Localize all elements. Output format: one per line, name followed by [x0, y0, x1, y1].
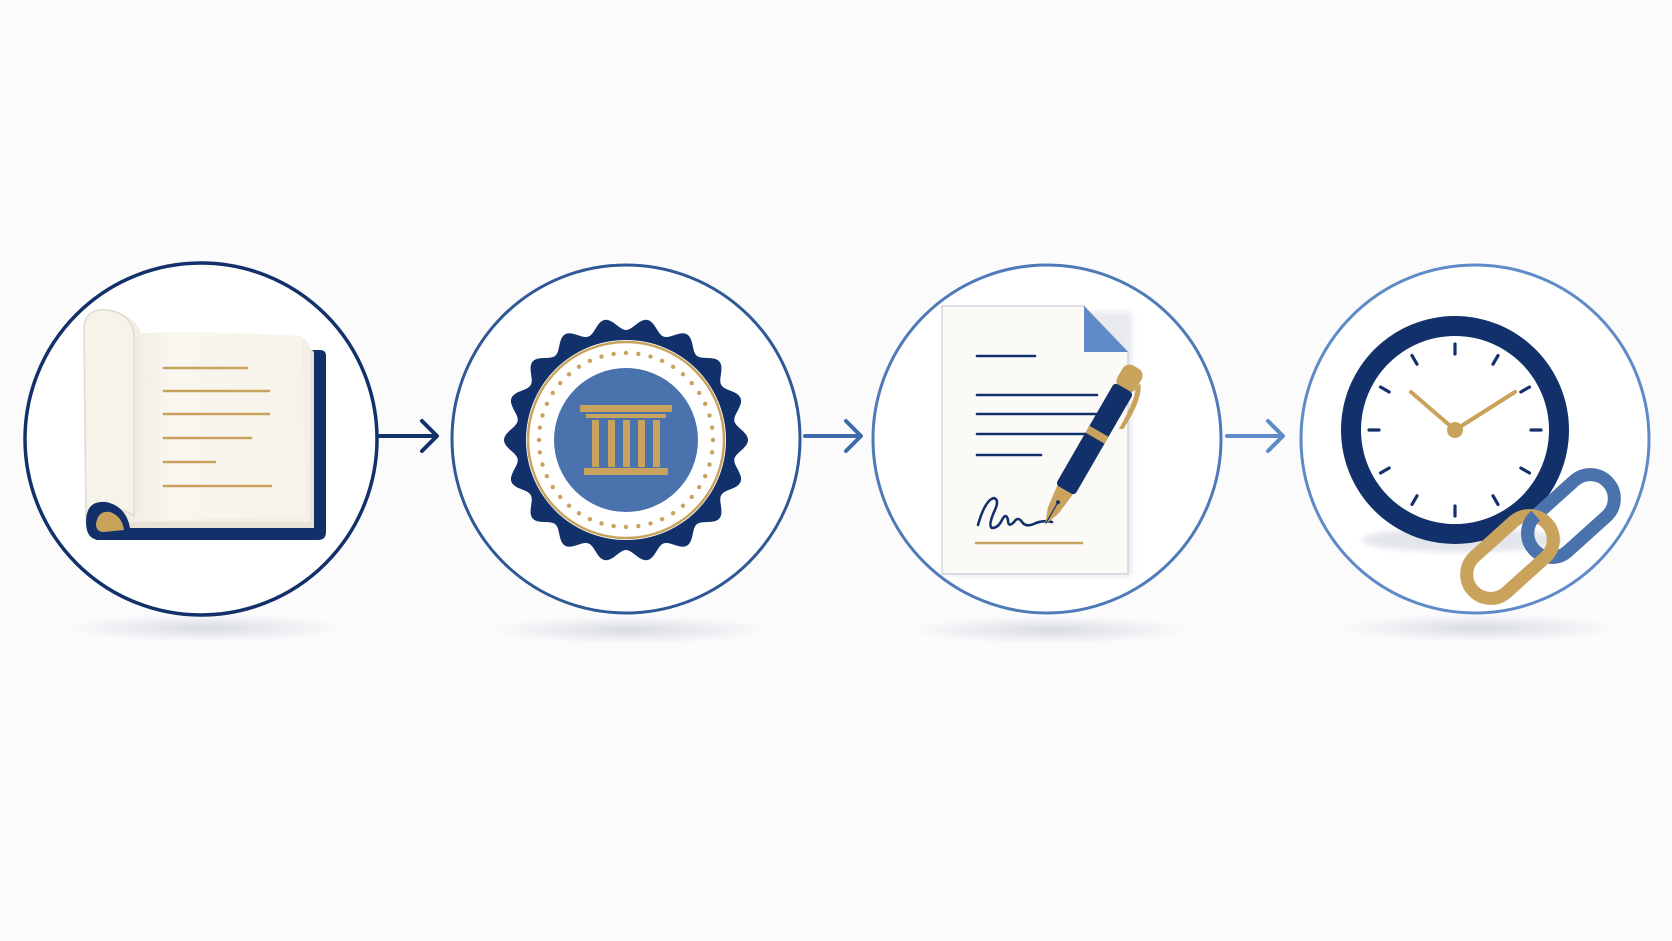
seal-dot: [636, 351, 641, 357]
seal-dot: [623, 350, 629, 356]
seal-dot: [540, 413, 545, 418]
seal-dot: [702, 401, 708, 407]
seal-dot: [550, 390, 556, 396]
seal-dot: [566, 503, 572, 508]
seal-dot: [566, 372, 572, 377]
seal-dot: [710, 437, 716, 443]
seal-dot: [576, 364, 582, 370]
government-seal-icon: [504, 319, 748, 561]
seal-dot: [680, 372, 686, 377]
seal-dot: [707, 413, 712, 418]
step-2: [450, 263, 802, 644]
step-1-shadow: [65, 614, 345, 642]
step-4-shadow: [1338, 614, 1618, 642]
seal-dot: [689, 494, 694, 500]
seal-dot: [544, 473, 550, 479]
connector-arrow-1: [378, 419, 439, 453]
seal-dot: [670, 364, 676, 370]
seal-dot: [709, 425, 715, 430]
signed-document-icon: [941, 305, 1143, 576]
seal-dot: [707, 462, 712, 467]
connector-arrow-3: [1225, 419, 1285, 453]
seal-dot: [544, 401, 550, 407]
seal-dot: [623, 524, 629, 530]
seal-dot: [680, 503, 686, 508]
seal-dot: [696, 484, 702, 490]
seal-dot: [696, 390, 702, 396]
clock-tick: [1410, 494, 1419, 507]
seal-dot: [670, 510, 676, 516]
seal-dot: [576, 510, 582, 516]
seal-dot: [636, 523, 641, 529]
seal-dot: [537, 425, 543, 430]
seal-dot: [587, 358, 593, 364]
clock-tick: [1519, 385, 1532, 394]
clock-tick: [1491, 494, 1500, 507]
step-3: [871, 263, 1223, 644]
seal-dot: [558, 494, 563, 500]
clock-tick: [1378, 385, 1391, 394]
seal-dot: [709, 450, 715, 455]
step-4: [1299, 263, 1651, 642]
connector-arrow-2: [803, 419, 863, 453]
seal-dot: [599, 354, 604, 359]
seal-dot: [536, 437, 542, 443]
seal-dot: [550, 484, 556, 490]
seal-dot: [558, 380, 563, 386]
clock-chain-icon: [1341, 316, 1621, 605]
clock-tick: [1410, 353, 1419, 366]
seal-dot: [659, 358, 665, 364]
seal-dot: [540, 462, 545, 467]
clock-tick: [1519, 466, 1532, 475]
clock-tick: [1491, 353, 1500, 366]
step-3-shadow: [910, 616, 1190, 644]
seal-dot: [648, 521, 653, 526]
seal-dot: [537, 450, 543, 455]
seal-dot: [611, 351, 616, 357]
seal-dot: [702, 473, 708, 479]
step-1: [23, 261, 379, 642]
seal-dot: [648, 354, 653, 359]
seal-dot: [659, 516, 665, 522]
seal-dot: [689, 380, 694, 386]
seal-dot: [611, 523, 616, 529]
open-book-icon: [83, 309, 326, 540]
step-2-shadow: [490, 616, 770, 644]
seal-dot: [587, 516, 593, 522]
seal-dot: [599, 521, 604, 526]
clock-tick: [1378, 466, 1391, 475]
